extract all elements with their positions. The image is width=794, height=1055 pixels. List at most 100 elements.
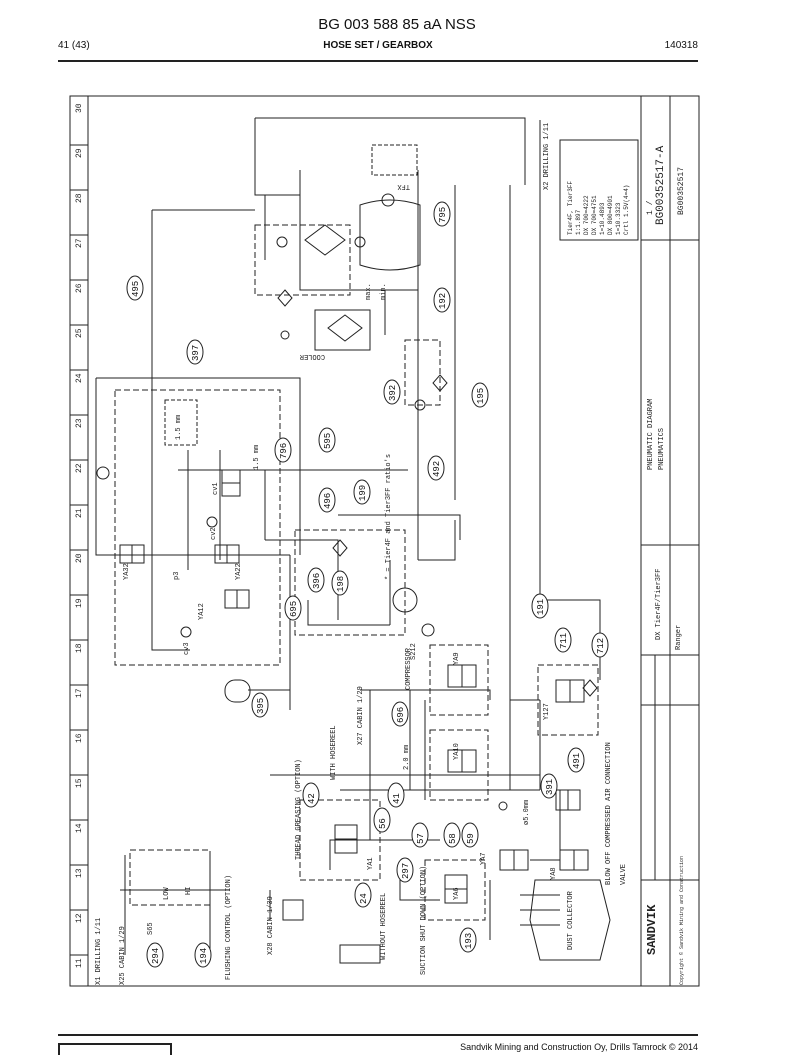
callout-492: 492 [427, 455, 445, 481]
grid-number-14: 14 [75, 823, 84, 833]
grid-number-15: 15 [75, 778, 84, 788]
callout-396: 396 [307, 567, 325, 593]
callout-712: 712 [591, 632, 609, 658]
svg-text:297: 297 [401, 863, 411, 879]
callout-24: 24 [354, 882, 372, 908]
grid-number-16: 16 [75, 733, 84, 743]
svg-text:193: 193 [464, 933, 474, 949]
callout-193: 193 [459, 927, 477, 953]
callout-796: 796 [274, 437, 292, 463]
grid-number-19: 19 [75, 598, 84, 608]
svg-text:24: 24 [359, 893, 369, 904]
suction-label: SUCTION SHUT DOWN (OPTION) [420, 866, 428, 975]
grid-number-18: 18 [75, 643, 84, 653]
grid-number-23: 23 [75, 418, 84, 428]
ratio-line: DX 700=4222 [583, 195, 590, 235]
callout-391: 391 [540, 773, 558, 799]
ratio-line: DX 700=4751 [591, 195, 598, 235]
orifice-2-label: 1.5 mm [253, 445, 261, 470]
y127-label: Y127 [543, 703, 551, 720]
callout-58: 58 [443, 822, 461, 848]
ratio-line: 1=10.3323 [615, 202, 622, 235]
sheet-number: 1 / [646, 200, 655, 215]
callout-395: 395 [251, 692, 269, 718]
ya10-label: YA10 [453, 743, 461, 760]
blowoff-valve-label: VALVE [620, 864, 628, 885]
ratio-line: Crtl 1.5V(4=4) [623, 185, 630, 235]
ya12-label: YA12 [198, 603, 206, 620]
callout-595: 595 [318, 427, 336, 453]
svg-text:41: 41 [392, 793, 402, 804]
callout-696: 696 [391, 701, 409, 727]
ya8-label: YA8 [550, 867, 558, 880]
callout-495: 495 [126, 275, 144, 301]
svg-text:396: 396 [312, 573, 322, 589]
grid-number-26: 26 [75, 283, 84, 293]
callout-59: 59 [461, 822, 479, 848]
callout-191: 191 [531, 593, 549, 619]
grid-number-28: 28 [75, 193, 84, 203]
svg-text:395: 395 [256, 698, 266, 714]
svg-text:195: 195 [476, 388, 486, 404]
svg-text:59: 59 [466, 833, 476, 844]
svg-text:392: 392 [388, 385, 398, 401]
page-title: BG 003 588 85 aA NSS [318, 16, 476, 33]
grid-number-20: 20 [75, 553, 84, 563]
ratio-line: 1:1.897 [575, 209, 582, 235]
callout-491: 491 [567, 747, 585, 773]
callout-496: 496 [318, 487, 336, 513]
x1-label: X1 DRILLING 1/11 [95, 918, 103, 985]
orifice-3-label: 2.0 mm [403, 745, 411, 770]
callout-397: 397 [186, 339, 204, 365]
grid-number-29: 29 [75, 148, 84, 158]
min-label: min. [380, 283, 388, 300]
callout-199: 199 [353, 479, 371, 505]
svg-text:397: 397 [191, 345, 201, 361]
p3-label: p3 [173, 572, 181, 580]
grid-ticks [70, 144, 88, 956]
ya6-label: YA6 [453, 887, 461, 900]
header-divider [58, 60, 698, 62]
title-block-sub: PNEUMATICS [658, 428, 666, 470]
ratio-line: 1=10.4893 [599, 202, 606, 235]
hi-label: HI [185, 887, 193, 895]
svg-text:696: 696 [396, 707, 406, 723]
compressor-label: COMPRESSOR [405, 647, 413, 690]
callout-294: 294 [146, 942, 164, 968]
x25-label: X25 CABIN 1/29 [119, 926, 127, 985]
svg-text:492: 492 [432, 461, 442, 477]
grid-number-30: 30 [75, 103, 84, 113]
svg-text:192: 192 [438, 293, 448, 309]
cv3-label: cv3 [183, 642, 191, 655]
cv2-label: cv2 [210, 527, 218, 540]
svg-text:56: 56 [378, 818, 388, 829]
cv1-label: cv1 [212, 482, 220, 495]
grid-number-12: 12 [75, 913, 84, 923]
svg-text:496: 496 [323, 493, 333, 509]
callout-711: 711 [554, 627, 572, 653]
callout-795: 795 [433, 201, 451, 227]
brand-logo: SANDVIK [645, 904, 659, 955]
ya1-label: YA1 [367, 857, 375, 870]
flushing-label: FLUSHING CONTROL (OPTION) [225, 875, 233, 980]
s65-label: S65 [147, 922, 155, 935]
callout-56: 56 [373, 807, 391, 833]
ratio-line: DX 800=4901 [607, 195, 614, 235]
ratio-line: Tier4F, Tier3FF [567, 181, 574, 235]
svg-text:198: 198 [336, 576, 346, 592]
grid-number-11: 11 [75, 958, 84, 968]
svg-text:695: 695 [289, 601, 299, 617]
x28-label: X28 CABIN 1/39 [267, 896, 275, 955]
svg-text:796: 796 [279, 443, 289, 459]
cooler-label: COOLER [299, 352, 325, 360]
grid-number-17: 17 [75, 688, 84, 698]
svg-text:712: 712 [596, 638, 606, 654]
title-block-ranger: Ranger [675, 625, 683, 650]
copyright-text: Copyright © Sandvik Mining and Construct… [678, 856, 685, 985]
document-code: 140318 [664, 40, 698, 51]
drawing-number-secondary: BG00352517 [677, 167, 686, 215]
svg-text:391: 391 [545, 779, 555, 795]
ya22-label: YA22 [235, 563, 243, 580]
blowoff-label: BLOW OFF COMPRESSED AIR CONNECTION [605, 742, 613, 885]
